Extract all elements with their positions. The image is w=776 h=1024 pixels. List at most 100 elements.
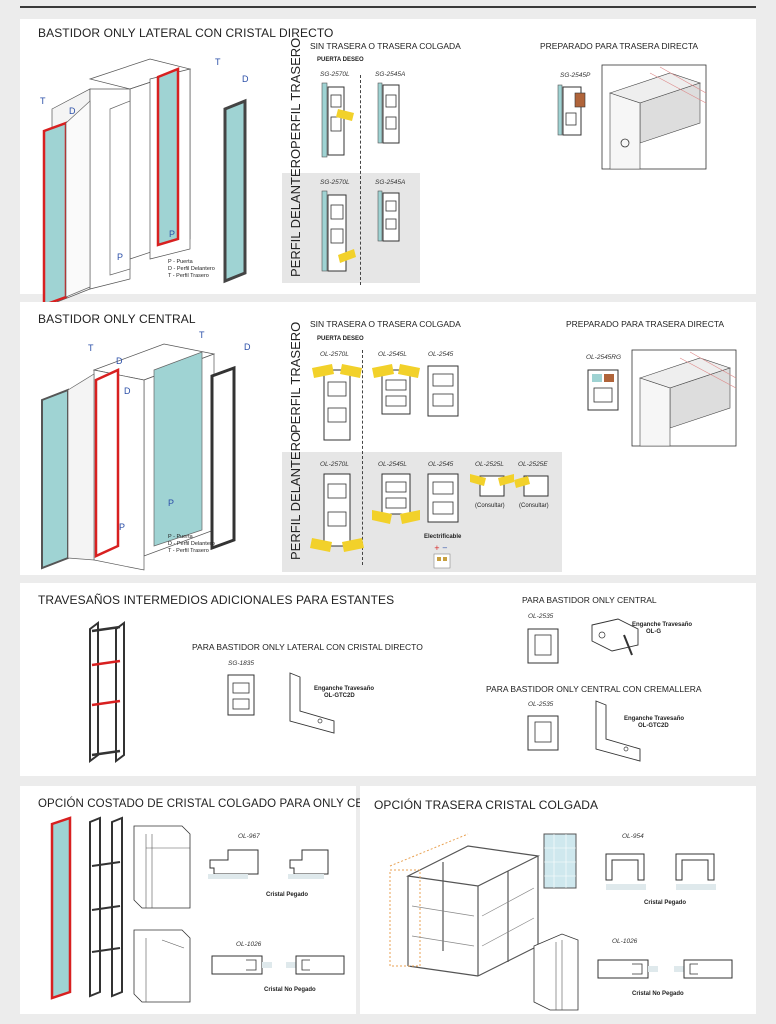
profile-ol-2545l-delantero <box>372 473 420 524</box>
profile-ol-2545l-trasero <box>372 364 420 415</box>
letter-t: T <box>199 330 205 340</box>
profile-code: SG-2545P <box>560 72 591 79</box>
letter-p: P <box>169 229 176 239</box>
profile-ol-2535 <box>527 628 559 664</box>
profile-ol-2525l <box>470 474 514 497</box>
profile-ol-954-a <box>605 853 646 890</box>
subtitle-central: PARA BASTIDOR ONLY CENTRAL <box>522 595 657 605</box>
cristal-no-pegado: Cristal No Pegado <box>264 987 316 993</box>
letter-t: T <box>40 96 46 106</box>
section-opcion-costado: OPCIÓN COSTADO DE CRISTAL COLGADO PARA O… <box>20 786 401 1014</box>
letter-d: D <box>242 74 249 84</box>
puerta-deseo: PUERTA DESEO <box>317 336 364 342</box>
section-title: TRAVESAÑOS INTERMEDIOS ADICIONALES PARA … <box>38 593 395 607</box>
profile-ol-967-a <box>208 849 259 879</box>
divider-dashed <box>360 75 361 285</box>
letter-t: T <box>215 57 221 67</box>
profile-code: SG-2570L <box>320 179 350 186</box>
ladder-frame-illustration <box>89 621 125 763</box>
profile-code: OL-1026 <box>612 938 638 945</box>
glass-panel-hanging <box>543 833 577 889</box>
profile-code: OL-954 <box>622 833 644 840</box>
bracket-ol-g <box>591 618 639 656</box>
cabinet-illustration-lateral <box>42 58 247 307</box>
profile-code: OL-2535 <box>528 701 554 708</box>
section-bastidor-only-lateral: BASTIDOR ONLY LATERAL CON CRISTAL DIRECT… <box>20 19 756 307</box>
door-left-glass <box>42 121 68 307</box>
letter-p: P <box>168 498 175 508</box>
svg-text:+: + <box>434 544 440 552</box>
legend-item: P - Puerta <box>168 259 193 265</box>
subtitle-lateral: PARA BASTIDOR ONLY LATERAL CON CRISTAL D… <box>192 642 423 652</box>
puerta-deseo: PUERTA DESEO <box>317 57 364 63</box>
profile-code: OL-2545L <box>378 351 407 358</box>
bracket-ol-gtc2d <box>289 672 335 734</box>
door-right-frame <box>156 67 180 247</box>
row-label-delantero: PERFIL DELANTERO <box>288 431 303 560</box>
letter-d: D <box>244 342 251 352</box>
subtitle-sin-trasera: SIN TRASERA O TRASERA COLGADA <box>310 319 461 329</box>
profile-ol-2535-cremallera <box>527 715 559 751</box>
profile-ol-2545-trasero <box>427 365 459 417</box>
profile-code: OL-2545L <box>378 461 407 468</box>
subtitle-sin-trasera: SIN TRASERA O TRASERA COLGADA <box>310 41 461 51</box>
cristal-pegado: Cristal Pegado <box>266 892 309 898</box>
enganche-label: Enganche Travesaño <box>314 686 375 692</box>
profile-code: OL-2535 <box>528 613 554 620</box>
separate-frame <box>210 365 236 551</box>
corner-detail-3d <box>601 64 707 170</box>
legend-item: D - Perfil Delantero <box>168 541 215 547</box>
section-title: OPCIÓN COSTADO DE CRISTAL COLGADO PARA O… <box>38 798 402 810</box>
profile-code: OL-2525L <box>475 461 504 468</box>
bracket-ol-gtc2d-cremallera <box>595 700 641 762</box>
profile-ol-1026-a <box>597 959 658 979</box>
corner-detail-bottom <box>533 933 579 1011</box>
corner-detail-bottom <box>133 929 191 1003</box>
svg-text:−: − <box>442 544 448 552</box>
profile-ol-967-b <box>288 849 329 879</box>
electrificable-label: Electrificable <box>424 534 462 540</box>
enganche-label: Enganche Travesaño <box>632 622 693 628</box>
profile-sg-1835 <box>227 674 255 716</box>
separate-frame <box>223 98 247 284</box>
letter-p: P <box>119 522 126 532</box>
divider-dashed <box>362 350 363 565</box>
letter-d: D <box>124 386 131 396</box>
corner-detail-top <box>133 825 191 909</box>
cristal-no-pegado: Cristal No Pegado <box>632 991 684 997</box>
profile-ol-2570l-delantero <box>310 473 364 552</box>
top-rule <box>20 6 756 8</box>
consultar-note: (Consultar) <box>475 503 505 509</box>
section-title: OPCIÓN TRASERA CRISTAL COLGADA <box>374 798 599 812</box>
shelving-unit-illustration <box>389 833 540 977</box>
profile-code: OL-2570L <box>320 461 349 468</box>
profile-code: OL-967 <box>238 833 260 840</box>
profile-sg-2570l-trasero <box>321 82 354 158</box>
enganche-code: OL-GTC2D <box>324 693 355 699</box>
legend-item: P - Puerta <box>168 534 193 540</box>
letter-t: T <box>88 343 94 353</box>
profile-ol-954-b <box>675 853 716 890</box>
profile-code: SG-2545A <box>375 179 406 186</box>
legend-item: D - Perfil Delantero <box>168 266 215 272</box>
legend: P - Puerta D - Perfil Delantero T - Perf… <box>168 259 215 280</box>
consultar-note: (Consultar) <box>519 503 549 509</box>
profile-code: SG-2570L <box>320 71 350 78</box>
profile-ol-2545rg <box>587 369 619 411</box>
profile-sg-2570l-delantero <box>321 190 356 272</box>
profile-sg-2545a-trasero <box>377 82 400 144</box>
enganche-code: OL-G <box>646 629 661 635</box>
letter-d: D <box>69 106 76 116</box>
letter-p: P <box>117 252 124 262</box>
section-opcion-trasera: OPCIÓN TRASERA CRISTAL COLGADA <box>360 786 756 1014</box>
letter-d: D <box>116 356 123 366</box>
glass-side-illustration <box>50 816 123 1000</box>
profile-code: SG-1835 <box>228 660 255 667</box>
profile-ol-1026-b <box>674 959 733 979</box>
row-label-trasero: PERFIL TRASERO <box>288 321 303 433</box>
profile-code: SG-2545A <box>375 71 406 78</box>
profile-code: OL-1026 <box>236 941 262 948</box>
legend-item: T - Perfil Trasero <box>168 548 209 554</box>
profile-code: OL-2545 <box>428 351 454 358</box>
profile-ol-1026-b <box>286 955 345 975</box>
